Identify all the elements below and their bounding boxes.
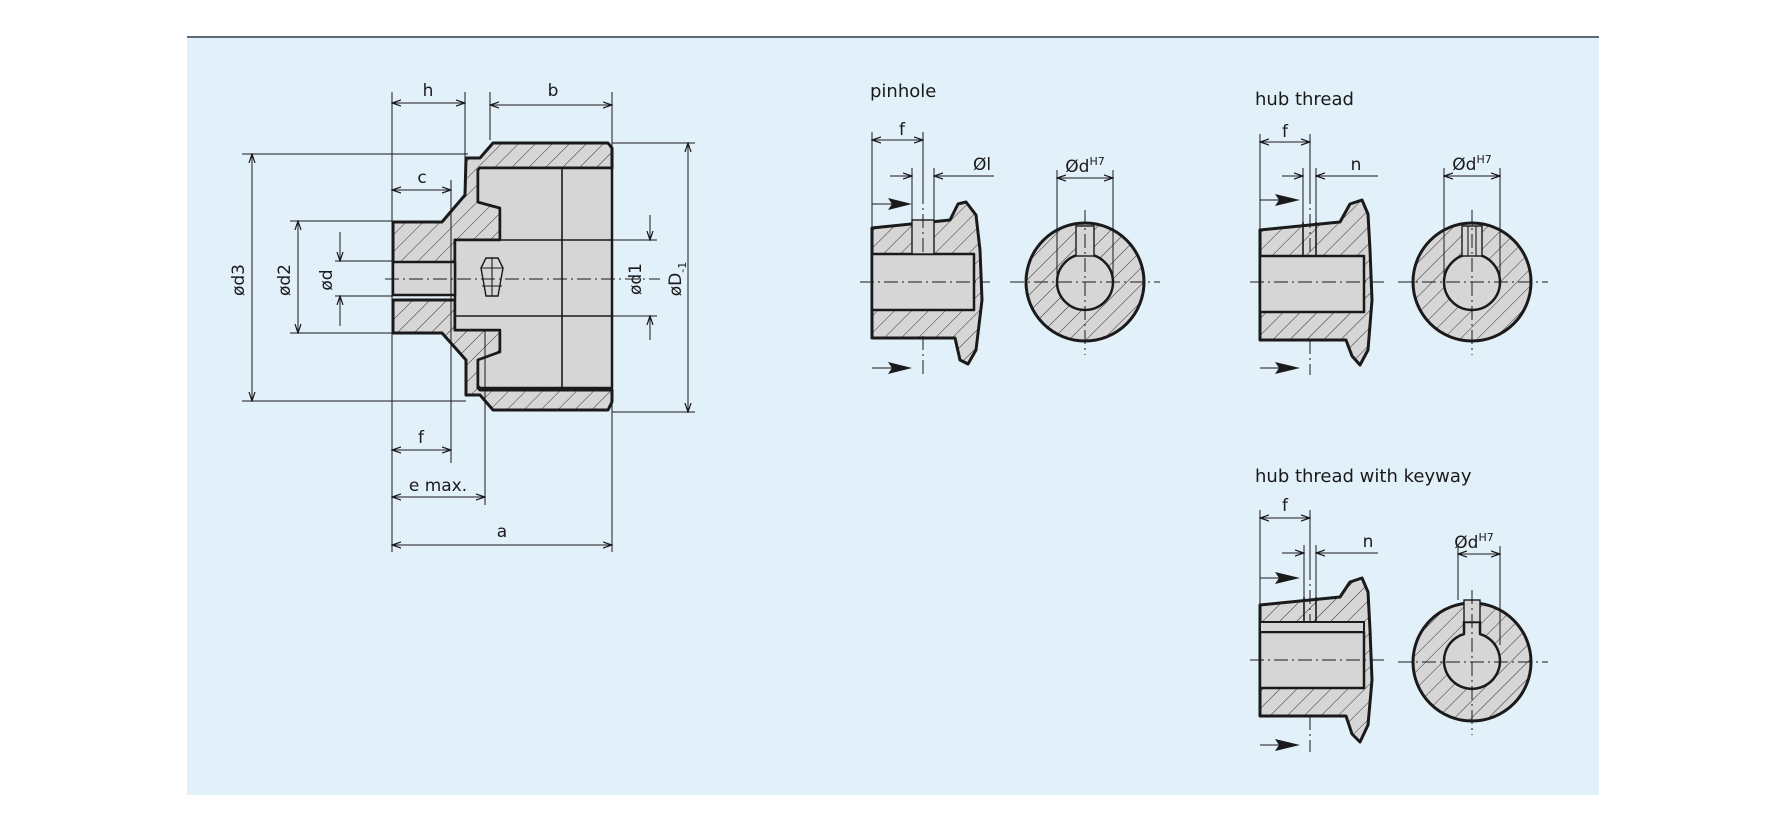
- label-b: b: [548, 81, 559, 101]
- label-pin-diameter: Øl: [973, 155, 991, 175]
- drawing-panel: [187, 37, 1599, 795]
- label-d: ød: [317, 269, 337, 290]
- section-arrow-icon: [1275, 194, 1300, 206]
- main-hub-section: h b c ød3 ød2 ød ød1 øD-1 f e max. a: [229, 81, 695, 552]
- label-d3: ød3: [229, 264, 249, 296]
- variant-title: pinhole: [870, 81, 936, 102]
- dimension-lines: [252, 103, 688, 545]
- section-arrow-icon: [888, 198, 912, 210]
- label-d2: ød2: [275, 264, 295, 296]
- set-screw-icon: [480, 257, 504, 297]
- small-bore: [391, 260, 457, 297]
- label-n: n: [1351, 155, 1362, 175]
- section-arrow-icon: [1275, 362, 1300, 374]
- label-bore-diameter: ØdH7: [1454, 531, 1493, 553]
- section-arrow-icon: [888, 362, 912, 374]
- label-a: a: [497, 522, 507, 542]
- section-arrow-icon: [1275, 739, 1300, 751]
- label-f: f: [1282, 496, 1289, 516]
- label-h: h: [423, 81, 434, 101]
- hub-thread-bore: [1258, 254, 1366, 314]
- section-arrow-icon: [1275, 572, 1300, 584]
- label-bore-diameter: ØdH7: [1065, 155, 1104, 177]
- label-D1: øD-1: [666, 262, 689, 296]
- keyway-end-bore: [1442, 620, 1502, 690]
- label-d1: ød1: [626, 263, 646, 295]
- label-bore-diameter: ØdH7: [1452, 153, 1491, 175]
- variant-title: hub thread: [1255, 89, 1354, 110]
- variant-hub-thread-keyway: hub thread with keyway f n ØdH7: [1250, 466, 1548, 752]
- label-e-max: e max.: [409, 476, 467, 496]
- extension-lines: [242, 92, 695, 552]
- keyway-slot: [1259, 621, 1365, 633]
- label-c: c: [417, 168, 426, 188]
- label-f: f: [418, 428, 425, 448]
- variant-hub-thread: hub thread f n ØdH7: [1250, 89, 1548, 375]
- label-f: f: [1282, 122, 1289, 142]
- label-n: n: [1363, 532, 1374, 552]
- variant-title: hub thread with keyway: [1255, 466, 1472, 487]
- variant-pinhole: pinhole f Øl ØdH7: [860, 81, 1160, 375]
- label-f: f: [899, 120, 906, 140]
